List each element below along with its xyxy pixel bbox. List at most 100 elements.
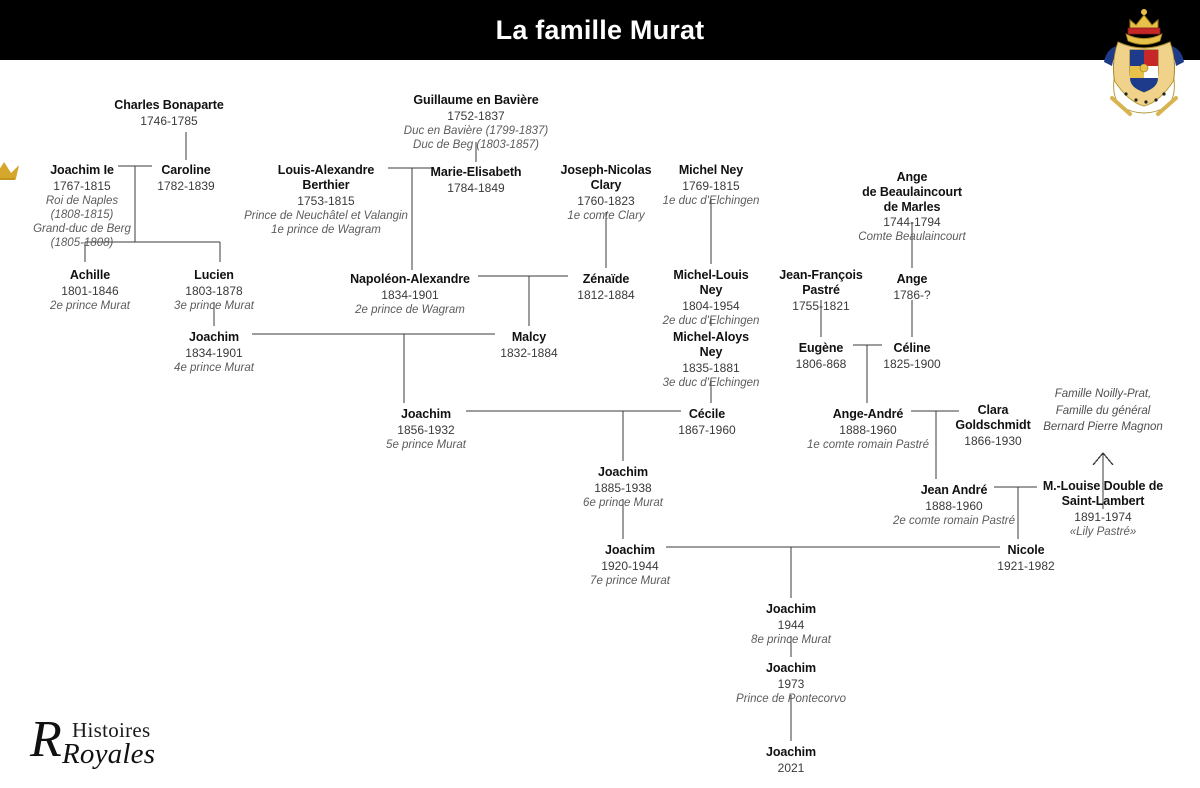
- person-dates: 1804-1954: [682, 298, 740, 313]
- person-titles: 3e duc d'Elchingen: [663, 376, 760, 390]
- person-dates: 1744-1794: [883, 215, 941, 230]
- person-titles: 2e prince de Wagram: [350, 303, 470, 317]
- person-name: Joachim: [597, 465, 648, 479]
- person-dates: 1973: [777, 676, 805, 691]
- person-dates: 1825-1900: [883, 356, 941, 371]
- person-dates: 1755-1821: [792, 298, 850, 313]
- person-title-line: 3e prince Murat: [174, 299, 254, 312]
- person-name: Napoléon-Alexandre: [350, 272, 470, 286]
- person-titles: 5e prince Murat: [386, 438, 466, 452]
- person-name: Michel Ney: [678, 163, 744, 177]
- person-titles: Comte Beaulaincourt: [858, 230, 965, 244]
- person-title-line: 5e prince Murat: [386, 438, 466, 451]
- person-title-line: Comte Beaulaincourt: [858, 231, 966, 244]
- logo-line-2: Royales: [62, 738, 156, 770]
- person-title-line: 6e prince Murat: [583, 496, 663, 509]
- person-dates: 1760-1823: [577, 193, 635, 208]
- person-dates: 1801-1846: [61, 283, 119, 298]
- person-title-line: Duc en Bavière (1799-1837): [403, 124, 549, 137]
- person-titles: 1e duc d'Elchingen: [663, 194, 760, 208]
- person-titles: 1e comte Clary: [561, 209, 652, 223]
- person-name: Ange: [896, 272, 928, 286]
- person-title-line: 2e prince Murat: [50, 299, 130, 312]
- person-name: Eugène: [798, 341, 844, 355]
- person-title-line: Prince de Pontecorvo: [736, 692, 846, 705]
- person-dates: 1812-1884: [577, 287, 635, 302]
- person-titles: 6e prince Murat: [583, 496, 663, 510]
- person-title-line: Roi de Naples: [45, 194, 119, 207]
- person-dates: 1885-1938: [594, 480, 652, 495]
- person-dates: 1920-1944: [601, 558, 659, 573]
- person-dates: 1803-1878: [185, 283, 243, 298]
- person-name: Céline: [893, 341, 931, 355]
- person-dates: 1782-1839: [157, 178, 215, 193]
- person-title-line: Prince de Neuchâtel et Valangin: [244, 209, 408, 222]
- person-dates: 1921-1982: [997, 558, 1055, 573]
- person-dates: 2021: [777, 760, 805, 775]
- person-title-line: 2e prince de Wagram: [355, 303, 465, 316]
- person-titles: Prince de Pontecorvo: [736, 692, 846, 706]
- person-dates: 1834-1901: [381, 287, 439, 302]
- person-dates: 1746-1785: [140, 113, 198, 128]
- person-name: Marie-Elisabeth: [430, 165, 522, 179]
- person-dates: 1806-868: [795, 356, 847, 371]
- person-title-line: 2e comte romain Pastré: [892, 514, 1016, 527]
- family-note: Famille Noilly-Prat, Famille du général …: [1043, 386, 1163, 436]
- person-titles: «Lily Pastré»: [1043, 525, 1163, 539]
- person-title-line: Grand-duc de Berg: [33, 222, 131, 235]
- person-title-line: 1e comte romain Pastré: [806, 438, 930, 451]
- note-line-3: Bernard Pierre Magnon: [1043, 421, 1163, 434]
- person-title-line: 8e prince Murat: [751, 633, 831, 646]
- person-titles: 7e prince Murat: [590, 574, 670, 588]
- person-dates: 1867-1960: [678, 422, 736, 437]
- logo-initial: R: [30, 711, 62, 768]
- person-dates: 1767-1815: [53, 178, 111, 193]
- person-name: Ange-André: [832, 407, 904, 421]
- person-dates: 1835-1881: [682, 360, 740, 375]
- person-dates: 1786-?: [893, 287, 931, 302]
- person-title-line: (1808-1815): [50, 208, 114, 221]
- person-titles: 4e prince Murat: [174, 361, 254, 375]
- person-name: Joachim Ie: [50, 163, 114, 177]
- person-titles: 1e comte romain Pastré: [807, 438, 929, 452]
- person-name: Joachim: [400, 407, 451, 421]
- person-dates: 1752-1837: [447, 108, 505, 123]
- person-name: Joachim: [765, 745, 817, 759]
- note-line-1: Famille Noilly-Prat,: [1054, 388, 1152, 400]
- person-dates: 1888-1960: [839, 422, 897, 437]
- person-name: Joachim: [765, 602, 816, 616]
- page-header: La famille Murat: [0, 0, 1200, 116]
- person-name: Charles Bonaparte: [114, 98, 224, 112]
- note-line-2: Famille du général: [1055, 404, 1151, 417]
